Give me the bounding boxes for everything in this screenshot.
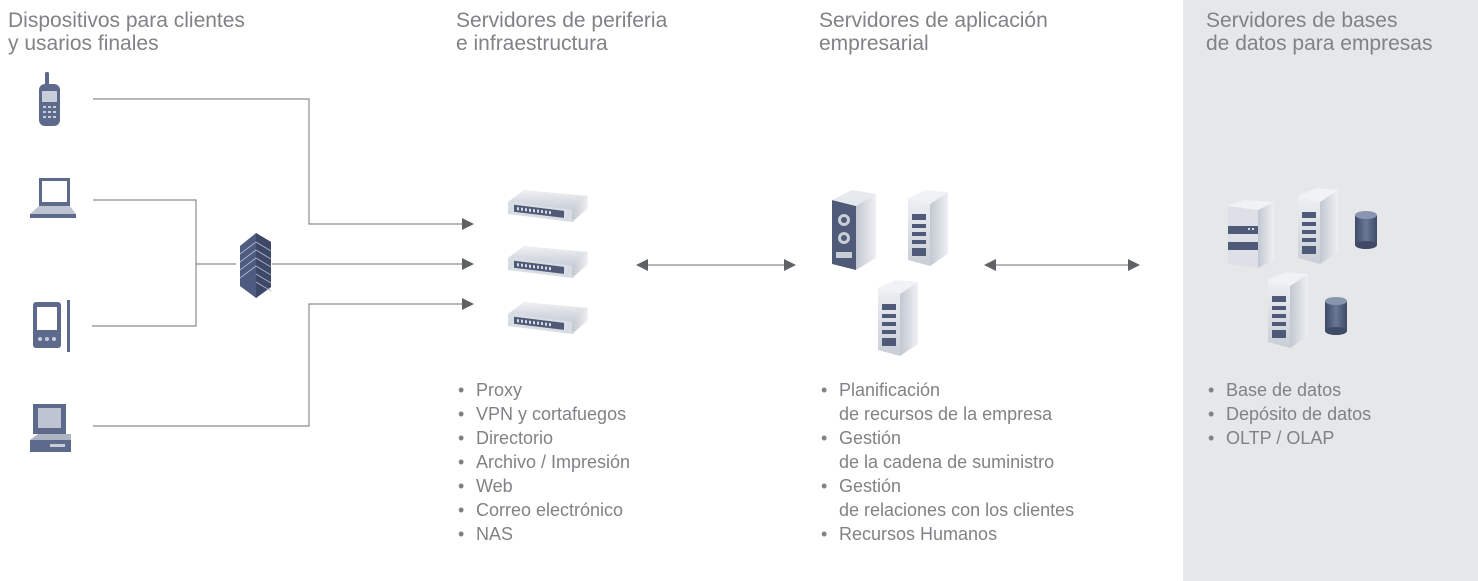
arrowhead-middle (462, 258, 474, 270)
arrowhead-bottom (462, 298, 474, 310)
clients-title-line1: Dispositivos para clientes (8, 9, 245, 32)
list-item: •Proxy (458, 380, 523, 400)
tower-server-icon (878, 280, 918, 356)
edge-features-list: •Proxy •VPN y cortafuegos •Directorio •A… (458, 378, 630, 546)
client-connections (92, 98, 462, 427)
list-item: •Directorio (458, 428, 554, 448)
phone-icon (39, 72, 60, 126)
list-item: •Correo electrónico (458, 500, 624, 520)
rack-server-icon (508, 246, 588, 278)
laptop-connection-line (92, 199, 197, 327)
db-panel-background (1183, 0, 1478, 581)
tower-server-icon (1268, 272, 1308, 348)
app-title: Servidores de aplicación empresarial (819, 9, 1048, 55)
connection-arrowheads (462, 218, 474, 310)
pda-icon (33, 300, 70, 352)
edge-app-double-arrow (636, 259, 796, 271)
list-item: •Depósito de datos (1208, 404, 1372, 424)
desktop-icon (30, 404, 71, 452)
tower-server-icon (832, 190, 876, 270)
edge-title-line2: e infraestructura (456, 32, 608, 55)
db-title: Servidores de bases de datos para empres… (1206, 9, 1432, 55)
app-title-line2: empresarial (819, 32, 929, 55)
list-item: •Recursos Humanos (821, 524, 998, 544)
rack-server-icon (508, 302, 588, 334)
list-item: •NAS (458, 524, 514, 544)
edge-title: Servidores de periferia e infraestructur… (456, 9, 667, 55)
app-db-double-arrow (984, 259, 1140, 271)
list-item: •OLTP / OLAP (1208, 428, 1335, 448)
edge-title-line1: Servidores de periferia (456, 9, 668, 32)
db-features-list: •Base de datos •Depósito de datos •OLTP … (1208, 378, 1371, 450)
db-title-line2: de datos para empresas (1206, 32, 1433, 55)
db-title-line1: Servidores de bases (1206, 9, 1398, 32)
tower-server-icon (1298, 188, 1338, 264)
database-icon (1355, 211, 1377, 249)
laptop-icon (30, 178, 76, 218)
list-item: •VPN y cortafuegos (458, 404, 627, 424)
tower-server-icon (908, 190, 948, 266)
list-item: •Web (458, 476, 513, 496)
list-item: •Archivo / Impresión (458, 452, 631, 472)
phone-connection-line (93, 98, 462, 225)
app-title-line1: Servidores de aplicación (819, 9, 1048, 32)
firewall-icon (239, 233, 272, 298)
database-icon (1325, 297, 1347, 335)
clients-title-line2: y usarios finales (8, 32, 159, 55)
arrowhead-top (462, 218, 474, 230)
clients-title: Dispositivos para clientes y usarios fin… (8, 9, 245, 55)
rack-server-icon (1228, 200, 1274, 268)
rack-server-icon (508, 190, 588, 222)
list-item: •Base de datos (1208, 380, 1342, 400)
desktop-connection-line (93, 303, 462, 427)
